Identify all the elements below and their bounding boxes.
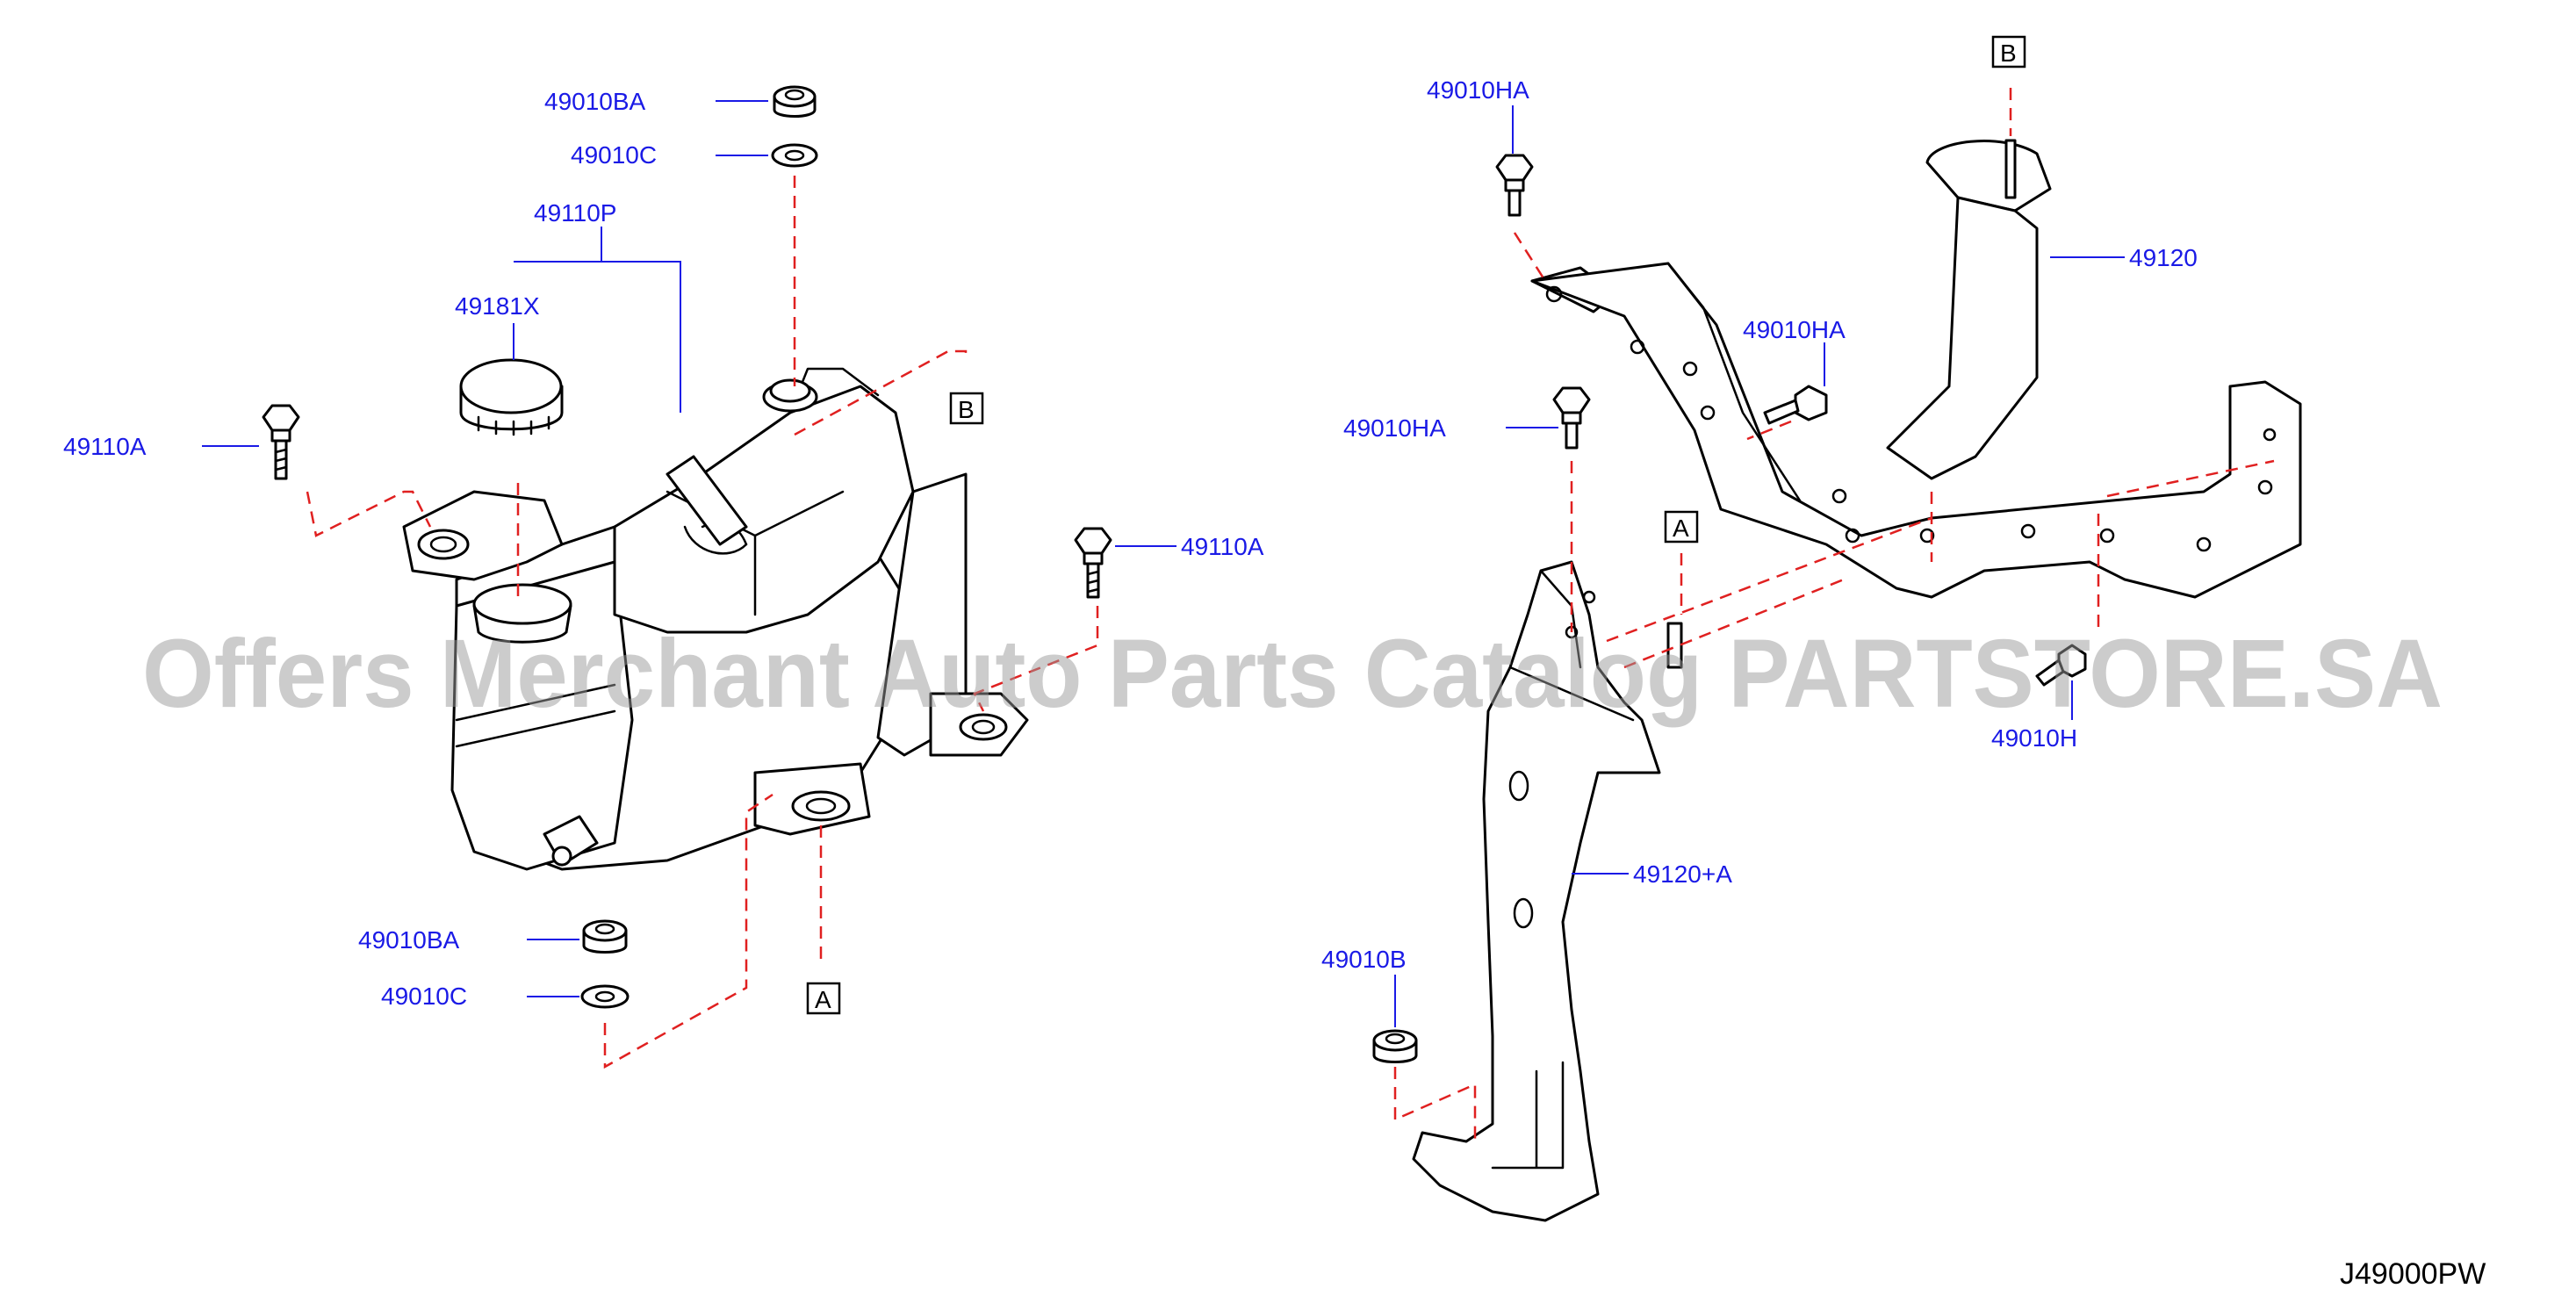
bolt-49010HA-top	[1495, 154, 1534, 217]
label-49010C-bottom: 49010C	[381, 983, 467, 1010]
ref-box-a-left: A	[806, 982, 841, 1015]
valve-block	[613, 385, 915, 634]
label-49010HA-left: 49010HA	[1343, 414, 1446, 442]
label-49181X: 49181X	[455, 292, 540, 320]
bolt-49010HA-left	[1552, 386, 1591, 450]
label-49010C-top: 49010C	[571, 141, 657, 169]
part-labels: 49010BA 49010C 49110P 49181X 49110A 4911…	[63, 76, 2198, 1010]
label-49110A-left: 49110A	[63, 433, 147, 460]
label-49110A-right: 49110A	[1181, 533, 1264, 560]
bracket-49120	[1530, 139, 2302, 599]
pump-reservoir-assembly	[402, 367, 1029, 871]
bolt-49010HA-mid	[1763, 385, 1828, 425]
nut-49010BA-bottom	[582, 919, 628, 954]
label-49010BA-top: 49010BA	[544, 88, 646, 115]
watermark: Offers Merchant Auto Parts Catalog PARTS…	[142, 620, 2443, 728]
ref-box-b-top: B	[1991, 35, 2026, 68]
ref-box-b-left: B	[949, 392, 984, 425]
reservoir-cap	[459, 358, 564, 436]
bolt-49010H	[2035, 644, 2087, 687]
bolt-49110A-left	[262, 404, 300, 480]
svg-text:A: A	[815, 986, 831, 1013]
label-49010H: 49010H	[1991, 724, 2077, 752]
svg-text:B: B	[2000, 40, 2017, 67]
label-49010B: 49010B	[1321, 946, 1407, 973]
label-49010HA-mid: 49010HA	[1743, 316, 1846, 343]
bolt-49110A-right	[1074, 527, 1112, 599]
label-49110P: 49110P	[534, 199, 616, 227]
svg-text:A: A	[1673, 515, 1689, 542]
label-49120A: 49120+A	[1633, 860, 1732, 888]
washer-49010C-bottom	[580, 984, 630, 1009]
nut-49010BA-top	[773, 85, 817, 118]
connector	[666, 455, 748, 546]
washer-49010C-top	[771, 143, 818, 168]
alignment-lines	[306, 88, 2275, 1141]
diagram-code: J49000PW	[2340, 1257, 2486, 1291]
leader-lines	[202, 100, 2125, 1027]
svg-text:B: B	[958, 396, 975, 423]
label-49120: 49120	[2129, 244, 2198, 271]
label-49010HA-top: 49010HA	[1427, 76, 1529, 104]
ref-box-a-right: A	[1664, 510, 1699, 544]
nut-49010B	[1372, 1029, 1418, 1063]
label-49010BA-bottom: 49010BA	[358, 926, 460, 954]
